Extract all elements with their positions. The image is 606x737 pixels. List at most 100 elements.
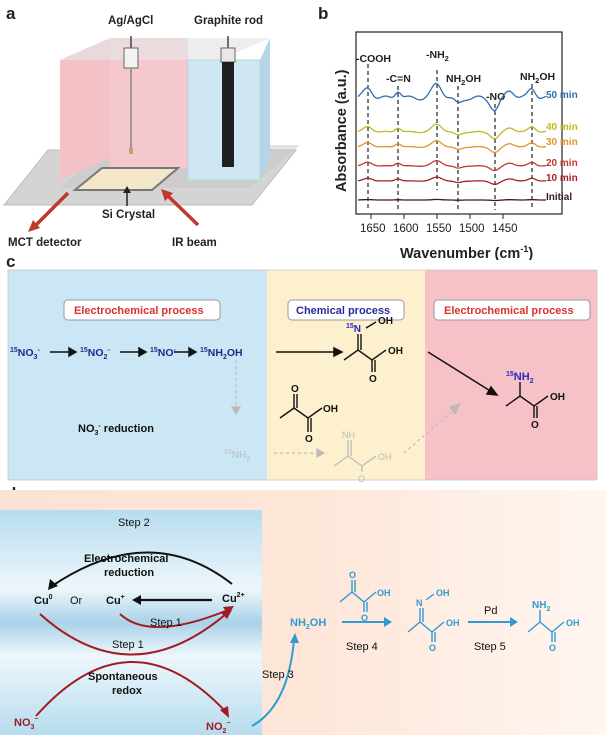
tick-1600: 1600 [393,223,419,235]
peak-label-cn: -C=N [386,73,411,85]
nitrate-reduction-label: NO3- reduction [78,423,154,437]
step5-label: Step 5 [474,641,506,653]
box-electro-2 [433,299,591,321]
time-label-50: 50 min [546,90,578,101]
faded-imine-nh: NH [342,430,355,440]
oxime-oh: OH [388,346,403,357]
peak-label-nh2oh-1: NH2OH [446,73,481,87]
step1-label-lower: Step 1 [112,639,144,651]
oxime-blue-o: O [429,643,436,653]
panel-d-mechanism: Step 2 Electrochemical reduction Cu0 Or … [0,490,606,735]
ag-agcl-tip [129,148,133,154]
faded-imine-oh: OH [378,452,392,462]
time-label-40: 40 min [546,122,578,133]
oxime-o: O [369,374,377,385]
peak-label-nh2: -NH2 [426,49,449,63]
detector-label: MCT detector [8,237,82,249]
oxime-blue [407,593,445,642]
trace-initial [357,198,546,202]
step4-arrow-head [384,617,392,627]
ir-beam-arrow-head [161,189,173,201]
cell-back-plane [60,38,110,180]
pyruvate-molecule [279,394,323,432]
time-label-20: 20 min [546,158,578,169]
box-electro-1 [63,299,221,321]
step1-label-upper: Step 1 [150,617,182,629]
graphite-rod [222,62,234,167]
electro-red-label-1: Electrochemical [84,553,168,565]
faded-imine-o: O [358,474,365,484]
box-chemical [287,299,405,321]
trace-30 [357,139,547,154]
x-ticks: 1650 1600 1550 1500 1450 [360,214,518,235]
time-label-10: 10 min [546,173,578,184]
or-label: Or [70,595,83,607]
spectra-traces [357,82,547,202]
step2-arc [51,551,233,587]
oxime-blue-n: N [416,598,423,608]
pyruvate-oh: OH [323,404,338,415]
cell-blue-side [260,38,270,180]
step1-upper-arc [119,609,229,629]
spontaneous-label-2: redox [112,685,143,697]
graphite-cap [220,47,236,63]
pd-label: Pd [484,605,497,617]
pyruvate-blue-o-bottom: O [361,613,368,623]
oxime-15n: 15N [346,323,361,335]
alanine-molecule [505,382,549,418]
pyruvate-o-bottom: O [305,434,313,445]
step1-upper-head [223,606,234,615]
panel-a-letter: a [6,4,16,23]
step3-label: Step 3 [262,669,294,681]
panel-c-pathway: Electrochemical process Chemical process… [7,269,598,484]
trace-50 [357,82,547,112]
alanine-15nh2: 15NH2 [506,371,534,385]
detector-arrow-head [28,220,40,232]
trace-20 [357,159,547,172]
spectra-ylabel: Absorbance (a.u.) [334,69,350,192]
no3-label: NO3− [14,716,39,731]
no2-label: NO2− [206,720,231,735]
box-electro-1-label: Electrochemical process [74,305,204,317]
alanine-blue-nh2: NH2 [532,600,550,613]
graphite-label: Graphite rod [194,15,263,27]
electro-red-label-2: reduction [104,567,154,579]
step2-arc-head [48,579,58,590]
spectra-xlabel: Wavenumber (cm-1) [400,244,533,260]
ag-agcl-label: Ag/AgCl [108,15,153,27]
alanine-oh: OH [550,392,565,403]
step2-label: Step 2 [118,517,150,529]
alanine-blue-o: O [549,643,556,653]
panel-c-letter: c [6,252,16,271]
peak-lines [367,64,533,210]
species-no3: 15NO3- [10,347,40,361]
box-electro-2-label: Electrochemical process [444,305,574,317]
oxime-blue-oh-top: OH [436,588,450,598]
panel-b-spectra: 1650 1600 1550 1500 1450 Wavenumber (cm-… [334,31,578,260]
pyruvate-blue-o-top: O [349,570,356,580]
redox-arc [35,661,227,717]
cu2-to-cu1-head [132,595,141,605]
panel-c-frame [7,269,598,481]
species-no2: 15NO2- [80,347,110,361]
pyruvate-blue [339,580,377,612]
tick-1450: 1450 [492,223,518,235]
alanine-blue-oh: OH [566,618,580,628]
time-label-30: 30 min [546,137,578,148]
oxime-oh-top: OH [378,316,393,327]
crystal-pointer-head [123,186,131,193]
step4-label: Step 4 [346,641,378,653]
chain-arrows [50,346,499,396]
nh2oh-label: NH2OH [290,617,326,631]
cu0-label: Cu0 [34,594,53,607]
step1-cross-arc [39,613,227,656]
peak-label-nh2oh-2: NH2OH [520,71,555,85]
redox-arc-head [220,706,229,718]
tick-1550: 1550 [426,223,452,235]
detector-arrow [34,191,70,227]
tick-1650: 1650 [360,223,386,235]
ir-beam-label: IR beam [172,237,217,249]
time-label-initial: Initial [546,192,572,203]
cell-top [60,38,270,60]
oxime-molecule [343,321,387,372]
